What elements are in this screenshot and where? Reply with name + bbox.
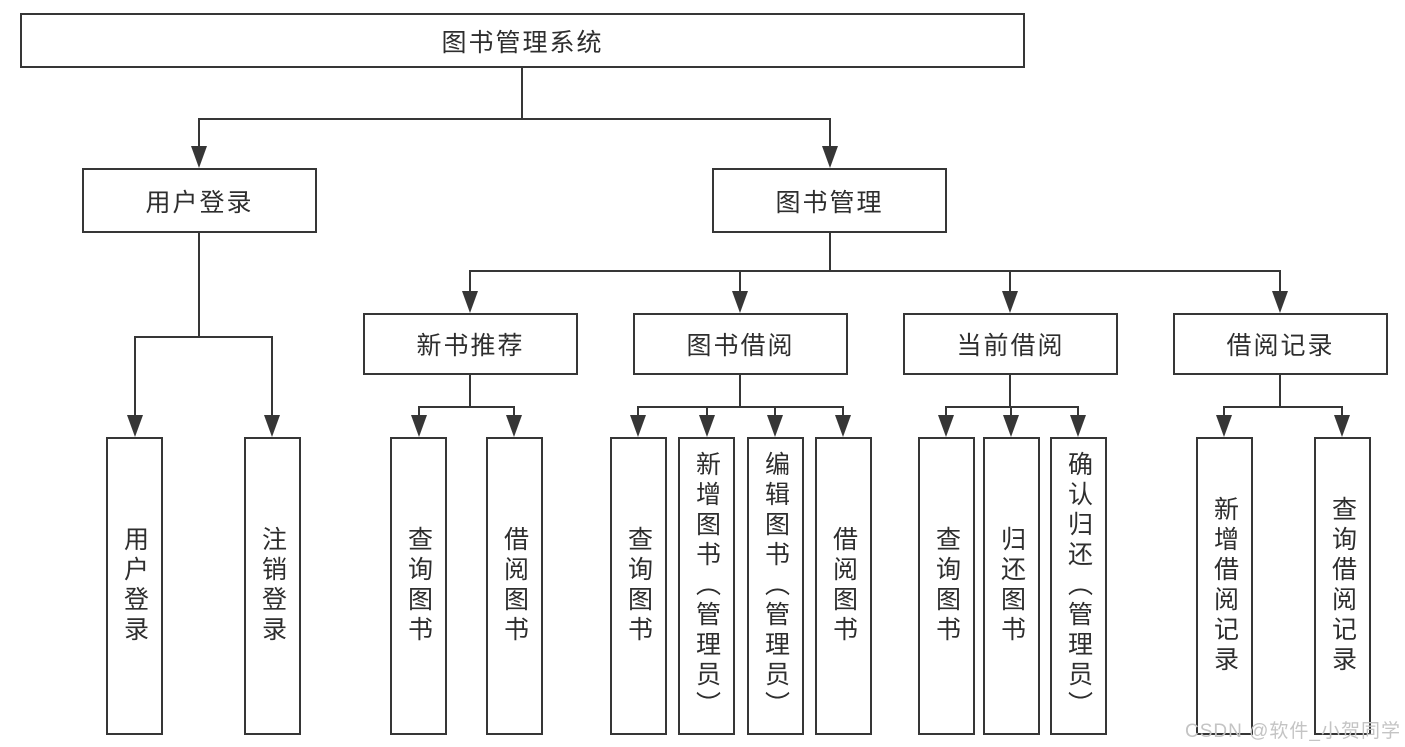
connector-drop-line (945, 406, 947, 418)
connector-borrow-record-branch (1223, 406, 1343, 408)
connector-current-borrow-branch (945, 406, 1079, 408)
node-label: 查询图书 (624, 526, 653, 646)
node-label: 确认归还（管理员） (1064, 451, 1093, 721)
arrowhead-down-icon (767, 415, 783, 437)
connector-root-stem (521, 68, 523, 118)
connector-drop-user-login (198, 118, 200, 148)
connector-drop-line (739, 270, 741, 295)
node-label: 用户登录 (145, 188, 254, 217)
leaf-borrow-books-recommend: 借阅图书 (486, 437, 543, 735)
leaf-query-borrow-record: 查询借阅记录 (1314, 437, 1371, 735)
node-label: 编辑图书（管理员） (761, 451, 790, 721)
arrowhead-down-icon (127, 415, 143, 437)
connector-root-branch (198, 118, 831, 120)
leaf-query-books-recommend: 查询图书 (390, 437, 447, 735)
arrowhead-down-icon (506, 415, 522, 437)
leaf-query-books-current: 查询图书 (918, 437, 975, 735)
node-label: 查询图书 (932, 526, 961, 646)
connector-drop-line (774, 406, 776, 418)
arrowhead-down-icon (264, 415, 280, 437)
node-borrow-record: 借阅记录 (1173, 313, 1388, 375)
arrowhead-down-icon (411, 415, 427, 437)
leaf-return-books: 归还图书 (983, 437, 1040, 735)
node-book-management: 图书管理 (712, 168, 947, 233)
arrowhead-down-icon (1002, 291, 1018, 313)
arrowhead-down-icon (835, 415, 851, 437)
connector-drop-line (637, 406, 639, 418)
connector-drop-line (513, 406, 515, 418)
node-book-borrow: 图书借阅 (633, 313, 848, 375)
node-label: 新书推荐 (416, 332, 525, 360)
node-label: 注销登录 (258, 526, 287, 646)
node-label: 新增图书（管理员） (692, 451, 721, 721)
arrowhead-down-icon (191, 146, 207, 168)
connector-drop-line (1223, 406, 1225, 418)
connector-drop-line (1341, 406, 1343, 418)
connector-new-book-stem (469, 375, 471, 408)
connector-drop-line (1279, 270, 1281, 295)
arrowhead-down-icon (1334, 415, 1350, 437)
node-label: 归还图书 (997, 526, 1026, 646)
connector-drop-line (842, 406, 844, 418)
connector-user-login-stem (198, 233, 200, 337)
connector-new-book-branch (418, 406, 515, 408)
connector-drop-line (134, 336, 136, 417)
node-user-login: 用户登录 (82, 168, 317, 233)
arrowhead-down-icon (822, 146, 838, 168)
arrowhead-down-icon (1003, 415, 1019, 437)
leaf-query-books-borrow: 查询图书 (610, 437, 667, 735)
connector-drop-line (706, 406, 708, 418)
arrowhead-down-icon (1070, 415, 1086, 437)
node-label: 借阅记录 (1226, 332, 1335, 360)
leaf-edit-books-admin: 编辑图书（管理员） (747, 437, 804, 735)
connector-current-borrow-stem (1009, 375, 1011, 408)
node-label: 图书管理 (775, 188, 884, 217)
leaf-add-borrow-record: 新增借阅记录 (1196, 437, 1253, 735)
arrowhead-down-icon (699, 415, 715, 437)
arrowhead-down-icon (732, 291, 748, 313)
watermark: CSDN @软件_小贺同学 (1185, 721, 1401, 742)
connector-drop-line (1010, 406, 1012, 418)
leaf-borrow-books: 借阅图书 (815, 437, 872, 735)
connector-drop-line (469, 270, 471, 295)
node-label: 查询借阅记录 (1328, 496, 1357, 676)
leaf-logout: 注销登录 (244, 437, 301, 735)
node-current-borrow: 当前借阅 (903, 313, 1118, 375)
arrowhead-down-icon (630, 415, 646, 437)
leaf-user-login: 用户登录 (106, 437, 163, 735)
connector-book-management-stem (829, 233, 831, 272)
connector-drop-book-management (829, 118, 831, 148)
arrowhead-down-icon (1272, 291, 1288, 313)
connector-drop-line (1077, 406, 1079, 418)
node-label: 用户登录 (120, 526, 149, 646)
node-label: 图书管理系统 (441, 28, 604, 57)
leaf-confirm-return-admin: 确认归还（管理员） (1050, 437, 1107, 735)
node-new-book-recommend: 新书推荐 (363, 313, 578, 375)
node-label: 新增借阅记录 (1210, 496, 1239, 676)
node-label: 借阅图书 (500, 526, 529, 646)
connector-drop-line (271, 336, 273, 417)
connector-book-borrow-stem (739, 375, 741, 408)
arrowhead-down-icon (938, 415, 954, 437)
node-label: 图书借阅 (686, 332, 795, 360)
connector-borrow-record-stem (1279, 375, 1281, 408)
arrowhead-down-icon (1216, 415, 1232, 437)
node-label: 查询图书 (404, 526, 433, 646)
connector-book-management-branch (470, 270, 1281, 272)
connector-drop-line (1009, 270, 1011, 295)
arrowhead-down-icon (462, 291, 478, 313)
leaf-add-books-admin: 新增图书（管理员） (678, 437, 735, 735)
connector-user-login-branch (134, 336, 273, 338)
connector-book-borrow-branch (637, 406, 844, 408)
connector-drop-line (418, 406, 420, 418)
node-label: 当前借阅 (956, 332, 1065, 360)
node-library-management-system: 图书管理系统 (20, 13, 1025, 68)
node-label: 借阅图书 (829, 526, 858, 646)
